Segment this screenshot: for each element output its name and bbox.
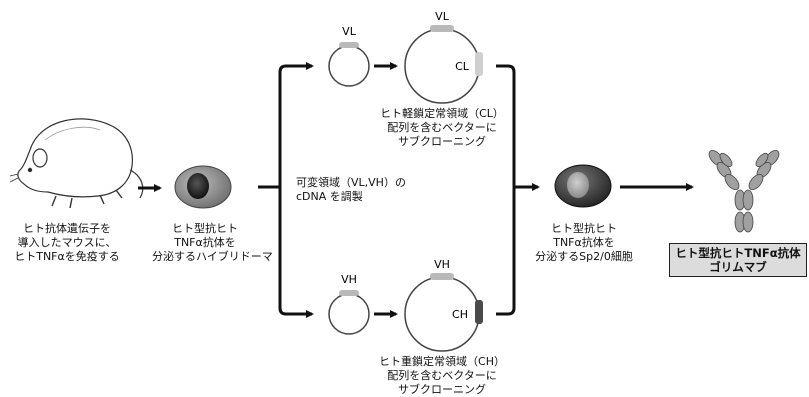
product-caption-line: ヒト型抗ヒトTNFα抗体 — [675, 246, 801, 260]
hybridoma-caption-line: TNFα抗体を — [174, 236, 236, 249]
hybridoma-caption-line: 分泌するハイブリドーマ — [152, 250, 273, 263]
branch-connector — [258, 62, 314, 318]
light-chain-caption-line: サブクローニング — [398, 135, 486, 148]
mouse-caption: ヒト抗体遺伝子を 導入したマウスに、 ヒトTNFαを免疫する — [2, 222, 132, 264]
merge-connector — [496, 64, 540, 316]
heavy-chain-constant-label: CH — [452, 308, 468, 321]
mouse-caption-line: ヒトTNFαを免疫する — [14, 250, 120, 263]
light-chain-constant-label: CL — [455, 60, 470, 73]
mouse-caption-line: ヒト抗体遺伝子を — [23, 222, 111, 235]
product-caption-line: ゴリムマブ — [709, 260, 767, 274]
light-chain-insert-label: VL — [435, 10, 450, 23]
sp2-caption-line: ヒト型抗ヒト — [551, 222, 617, 235]
light-chain-vector-label: VL — [342, 25, 357, 38]
heavy-chain-small-vector-icon — [328, 290, 370, 335]
heavy-chain-caption-line: ヒト重鎖定常領域（CH） — [379, 355, 505, 368]
antibody-icon — [708, 149, 780, 233]
light-chain-caption-line: ヒト軽鎖定常領域（CL） — [380, 107, 504, 120]
mouse-caption-line: 導入したマウスに、 — [17, 236, 117, 249]
sp2-caption-line: 分泌するSp2/0細胞 — [535, 250, 633, 263]
light-chain-caption-line: 配列を含むベクターに — [387, 121, 497, 134]
light-chain-small-vector-icon — [328, 42, 370, 87]
light-chain-caption: ヒト軽鎖定常領域（CL） 配列を含むベクターに サブクローニング — [372, 107, 512, 149]
light-chain-expression-vector-icon — [404, 25, 483, 104]
cdna-caption-line: cDNA を調製 — [296, 190, 363, 203]
heavy-chain-insert-label: VH — [434, 258, 450, 271]
cdna-caption-line: 可変領域（VL,VH）の — [296, 176, 406, 189]
sp2-cell-icon — [554, 164, 612, 208]
mouse-icon — [9, 118, 144, 209]
heavy-chain-expression-vector-icon — [404, 273, 483, 352]
heavy-chain-caption-line: 配列を含むベクターに — [387, 369, 497, 382]
sp2-caption: ヒト型抗ヒト TNFα抗体を 分泌するSp2/0細胞 — [528, 222, 640, 264]
golimumab-product-box: ヒト型抗ヒトTNFα抗体 ゴリムマブ — [669, 243, 807, 277]
hybridoma-caption-line: ヒト型抗ヒト — [172, 222, 238, 235]
cdna-caption: 可変領域（VL,VH）の cDNA を調製 — [296, 176, 406, 204]
heavy-chain-caption-line: サブクローニング — [398, 383, 486, 396]
heavy-chain-vector-label: VH — [341, 273, 357, 286]
sp2-caption-line: TNFα抗体を — [553, 236, 615, 249]
hybridoma-cell-icon — [174, 165, 232, 209]
hybridoma-caption: ヒト型抗ヒト TNFα抗体を 分泌するハイブリドーマ — [152, 222, 273, 264]
